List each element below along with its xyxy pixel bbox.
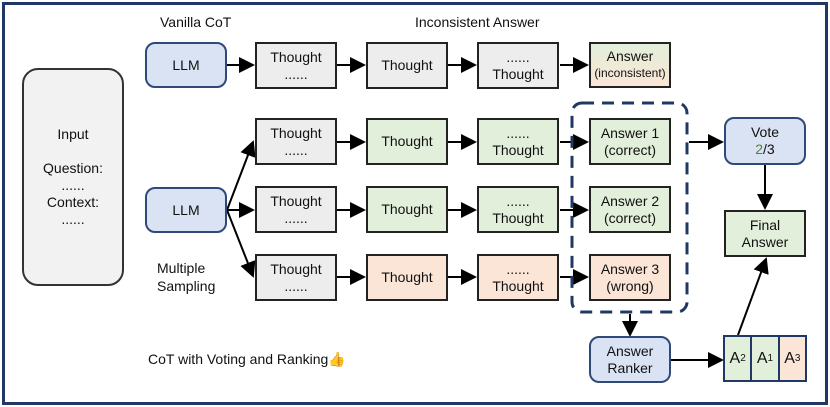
thought-text: Thought <box>270 48 322 65</box>
ellipsis-text: ...... <box>506 260 530 277</box>
answer-3-box: Answer 3(wrong) <box>589 254 671 301</box>
thought-box: ......Thought <box>477 42 559 89</box>
ellipsis-text: ...... <box>506 192 530 209</box>
thought-box: Thought...... <box>255 118 337 165</box>
thought-box: Thought <box>366 42 448 89</box>
thought-text: Thought <box>492 277 544 294</box>
ellipsis-text: ...... <box>284 277 308 294</box>
ellipsis-text: ...... <box>284 209 308 226</box>
ellipsis-text: ...... <box>284 141 308 158</box>
thought-text: Thought <box>492 141 544 158</box>
ellipsis-text: ...... <box>506 48 530 65</box>
thought-text: Thought <box>492 65 544 82</box>
ellipsis-text: ...... <box>284 65 308 82</box>
thought-text: Thought <box>492 209 544 226</box>
thought-text: Thought <box>270 124 322 141</box>
thought-box: Thought...... <box>255 42 337 89</box>
answer-1-box: Answer 1(correct) <box>589 118 671 165</box>
thumbs-up-icon: 👍 <box>328 351 346 367</box>
arrow <box>226 209 256 278</box>
thought-text: Thought <box>381 133 433 149</box>
inconsistent-answer-label: Inconsistent Answer <box>415 14 540 30</box>
thought-text: Thought <box>270 192 322 209</box>
llm-box-sampling: LLM <box>145 187 227 233</box>
ellipsis-text: ...... <box>506 124 530 141</box>
vanilla-cot-label: Vanilla CoT <box>160 14 232 30</box>
answer-inconsistent-box: Answer(inconsistent) <box>589 42 671 88</box>
thought-text: Thought <box>381 201 433 217</box>
thought-text: Thought <box>381 269 433 285</box>
thought-box: Thought...... <box>255 254 337 301</box>
thought-box: Thought...... <box>255 186 337 233</box>
thought-box: Thought <box>366 186 448 233</box>
thought-text: Thought <box>270 260 322 277</box>
arrow <box>226 140 256 211</box>
thought-box: ......Thought <box>477 118 559 165</box>
thought-box: Thought <box>366 254 448 301</box>
answer-2-box: Answer 2(correct) <box>589 186 671 233</box>
llm-box-vanilla: LLM <box>145 42 227 88</box>
thought-box: Thought <box>366 118 448 165</box>
thought-box: ......Thought <box>477 254 559 301</box>
thought-text: Thought <box>381 57 433 73</box>
answers-dashed-group <box>570 101 689 314</box>
cot-voting-ranking-label: CoT with Voting and Ranking👍 <box>148 351 346 367</box>
thought-box: ......Thought <box>477 186 559 233</box>
